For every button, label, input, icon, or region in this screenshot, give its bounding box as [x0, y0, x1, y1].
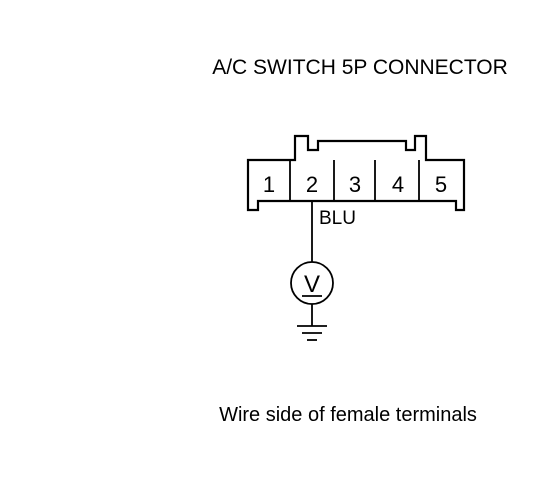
voltmeter-icon: V	[290, 261, 334, 305]
terminal-number: 2	[306, 172, 318, 197]
terminal-number: 5	[435, 172, 447, 197]
wire-color-label: BLU	[319, 208, 356, 229]
connector-housing	[246, 134, 466, 212]
terminal-number: 1	[263, 172, 275, 197]
terminal-numbers: 1 2 3 4 5	[263, 172, 447, 197]
diagram-caption: Wire side of female terminals	[219, 404, 477, 426]
diagram-title: A/C SWITCH 5P CONNECTOR	[212, 56, 508, 79]
terminal-number: 4	[392, 172, 404, 197]
voltmeter-symbol: V	[304, 271, 320, 298]
ground-icon	[297, 325, 327, 341]
terminal-dividers	[289, 160, 420, 201]
terminal-number: 3	[349, 172, 361, 197]
